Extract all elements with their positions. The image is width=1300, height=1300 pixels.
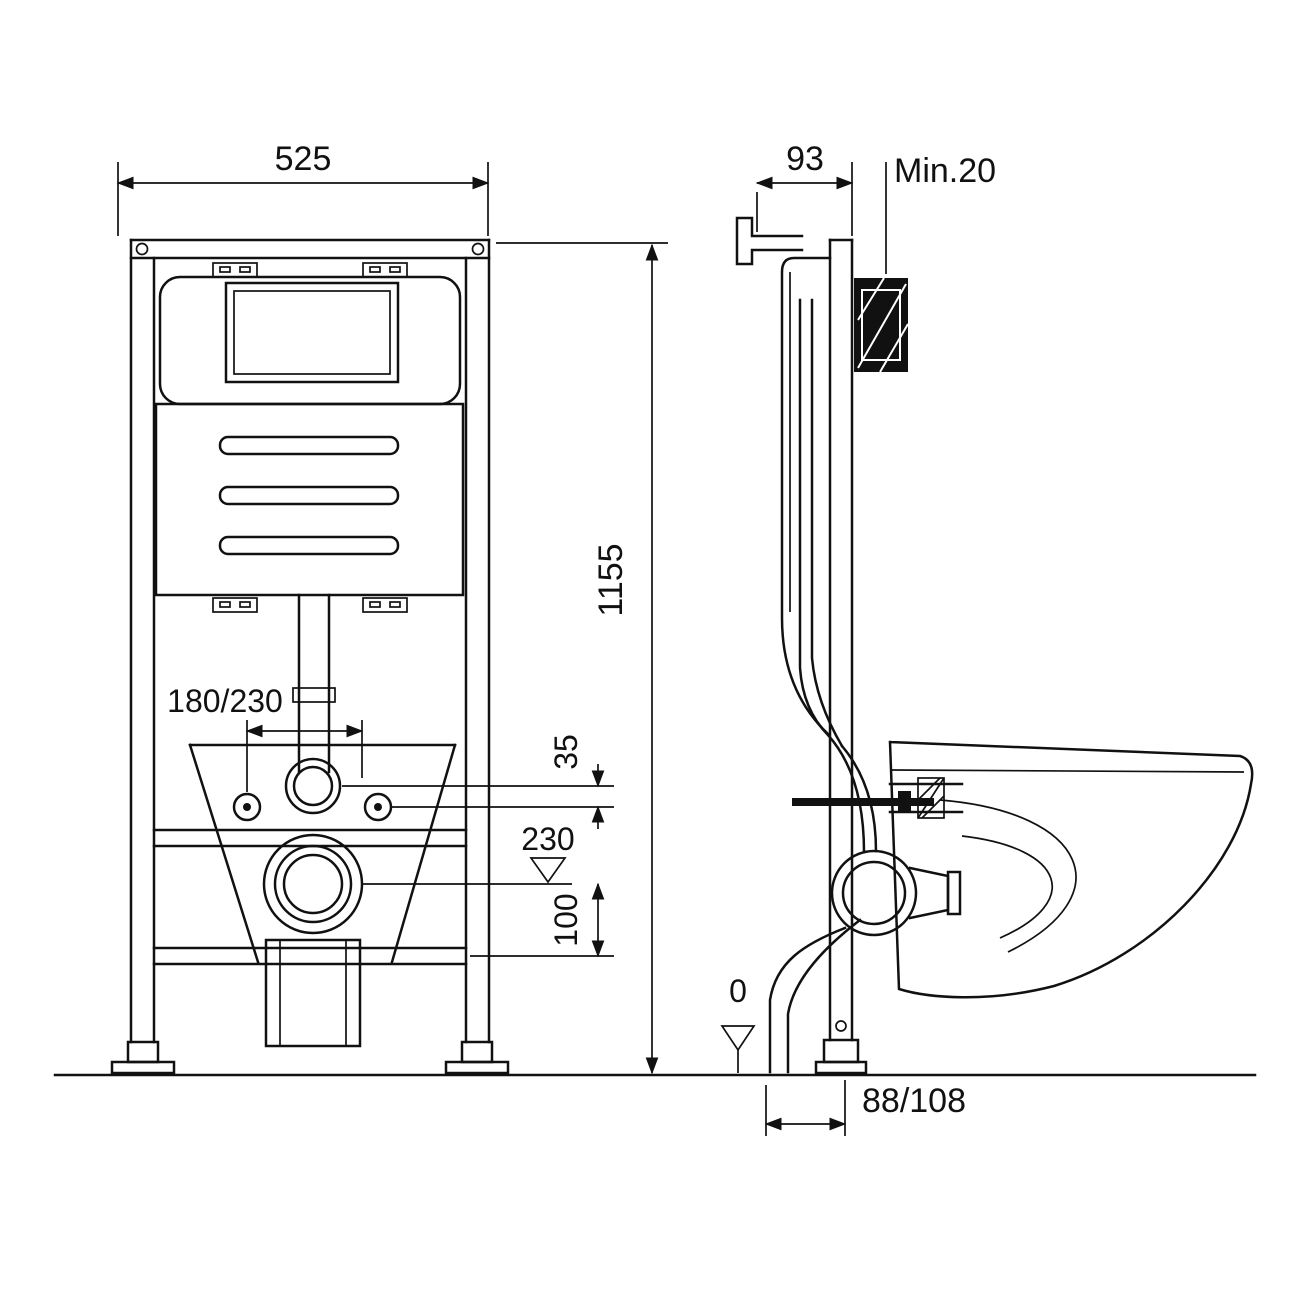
- dim-flush-offset: 35: [548, 734, 584, 770]
- mounting-tabs: [212, 262, 408, 613]
- drain-circle: [262, 833, 364, 935]
- pan-template: [188, 743, 457, 964]
- dim-bolt-spacing: 180/230: [167, 683, 283, 719]
- cistern-side: [780, 256, 844, 748]
- dim-frame-depth: 93: [786, 140, 824, 178]
- dimension-labels: 525 93 Min.20 1155 180/230 35 230 100 0 …: [167, 140, 996, 1120]
- drain-outlet: [264, 938, 362, 1048]
- fixing-rod: [792, 791, 934, 813]
- side-view: [735, 216, 1254, 1075]
- flush-plate-window: [158, 275, 462, 406]
- frame-feet: [110, 1040, 510, 1075]
- flush-plate-side: [854, 277, 909, 373]
- cistern-front: [154, 402, 465, 597]
- datum-triangle-230: [529, 857, 567, 884]
- inlet-spud: [888, 777, 964, 819]
- dim-frame-height: 1155: [592, 543, 630, 616]
- mounting-holes: [232, 792, 393, 822]
- dim-min-wall-clearance: Min.20: [894, 152, 996, 190]
- dim-outlet-horizontal-offset: 88/108: [862, 1082, 966, 1120]
- drain-elbow: [768, 849, 962, 1074]
- flush-bend-side: [826, 733, 878, 854]
- toilet-bowl-profile: [888, 740, 1254, 999]
- flush-bend-circle: [284, 757, 342, 815]
- dim-outlet-height-datum: 230: [521, 821, 574, 857]
- dim-floor-datum: 0: [729, 973, 747, 1009]
- dimension-lines: [116, 162, 887, 1136]
- dim-frame-width: 525: [275, 140, 332, 178]
- side-frame: [814, 238, 868, 1075]
- flush-pipe-front: [292, 593, 336, 774]
- datum-triangle-0: [720, 1025, 756, 1052]
- dim-outlet-drop: 100: [548, 893, 584, 946]
- wall-bracket: [735, 216, 804, 266]
- front-view: [110, 238, 510, 1075]
